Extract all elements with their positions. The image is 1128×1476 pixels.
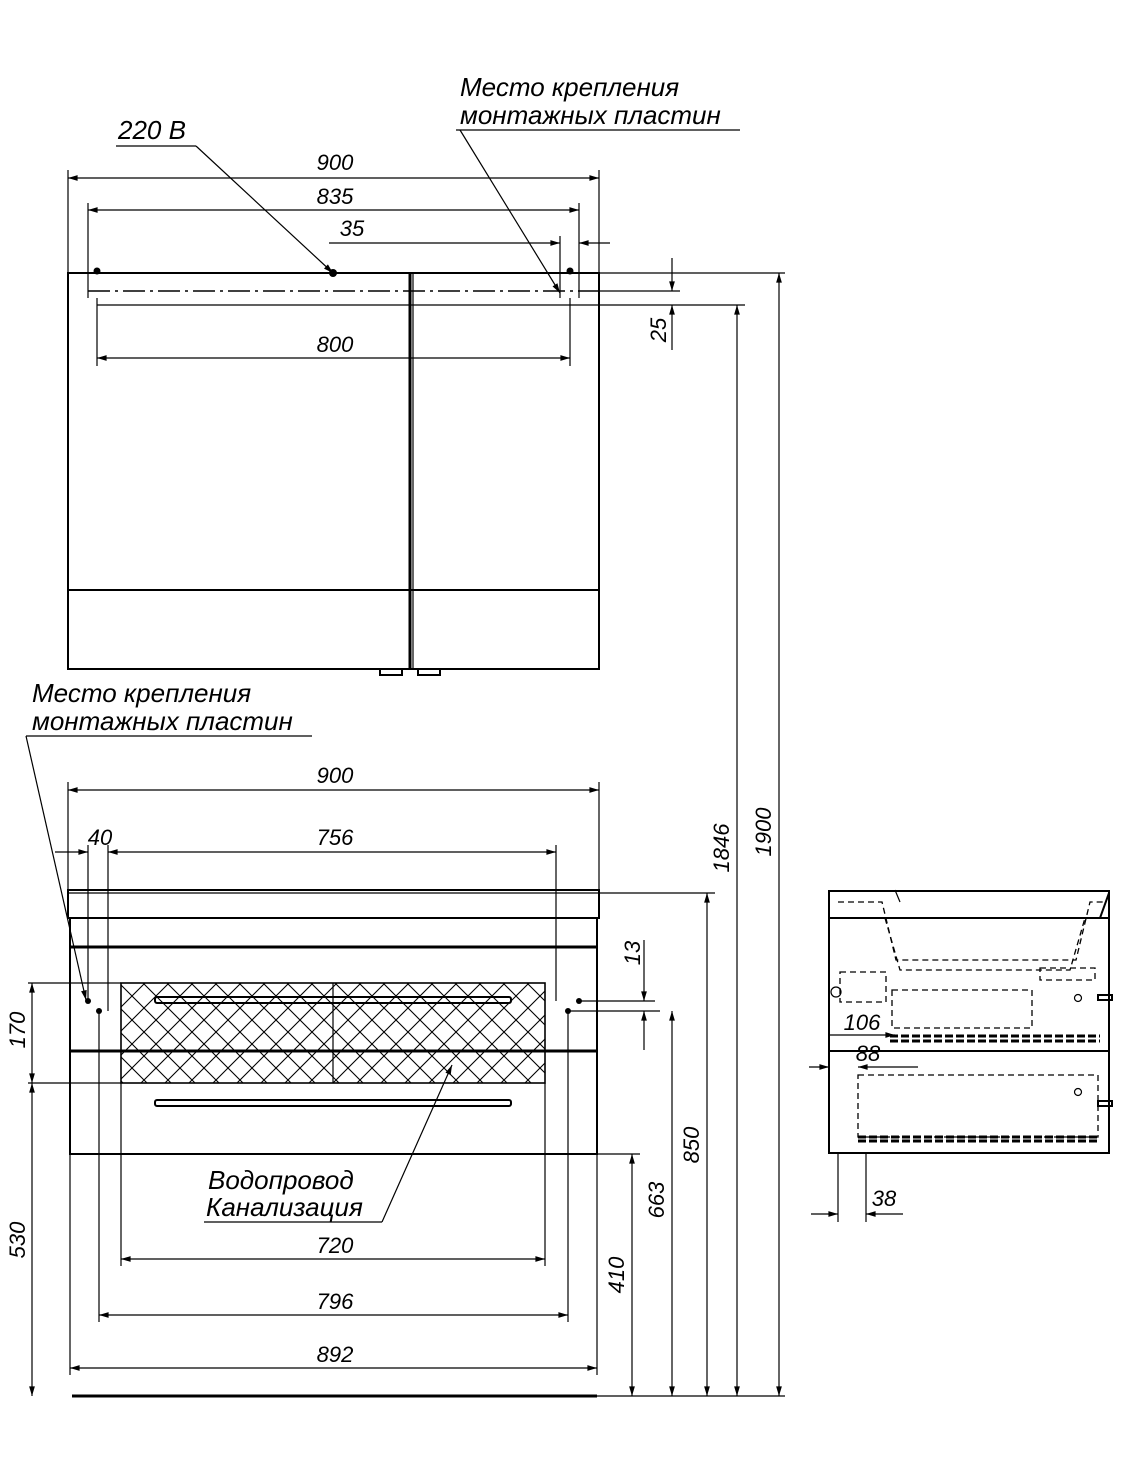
mount-point-right [566,267,574,275]
sink-top [67,889,600,919]
note-mount-top-line1: Место крепления [460,72,679,102]
vanity-side-view: 106 88 38 [809,889,1113,1222]
dim-756: 756 [317,825,354,850]
note-mount-top-line2: монтажных пластин [460,100,721,130]
dim-35: 35 [340,216,365,241]
dim-796: 796 [317,1289,354,1314]
dim-410: 410 [604,1256,629,1293]
dim-900-top: 900 [317,150,354,175]
dim-720: 720 [317,1233,354,1258]
dim-1900: 1900 [751,807,776,857]
leader-mount-bottom [25,735,87,1001]
dim-900-bottom: 900 [317,763,354,788]
side-basin-outline [838,901,1103,961]
vanity-dimensions: 900 40 756 13 170 530 720 796 892 410 [5,273,785,1397]
leader-220v [195,145,334,274]
note-water-line1: Водопровод [208,1165,354,1195]
dim-892: 892 [317,1342,354,1367]
dim-13: 13 [620,940,645,965]
leader-water [381,1064,453,1223]
vanity-front-view [67,889,600,1398]
dim-25: 25 [646,317,671,343]
note-water-line2: Канализация [206,1192,363,1222]
upper-drawer-handle [154,996,512,1004]
note-mount-bottom-line1: Место крепления [32,678,251,708]
mirror-cabinet-front-view [67,267,600,676]
vanity-body [69,917,598,1155]
dim-663: 663 [644,1181,669,1218]
dim-850: 850 [679,1126,704,1163]
dim-1846: 1846 [709,823,734,873]
mirror-notes: 220 В Место крепления монтажных пластин [116,72,740,294]
mount-point-left [93,267,101,275]
dim-530: 530 [5,1221,30,1258]
vanity-notes: Место крепления монтажных пластин Водопр… [25,678,453,1223]
lower-drawer-handle [154,1099,512,1107]
dim-800: 800 [317,332,354,357]
dim-835: 835 [317,184,354,209]
dim-38: 38 [872,1186,897,1211]
note-220v: 220 В [117,115,186,145]
dim-106: 106 [844,1010,881,1035]
handle-right [417,668,441,676]
side-outline [828,890,1110,1154]
dim-40: 40 [88,825,113,850]
dim-88: 88 [856,1041,881,1066]
handle-left [379,668,403,676]
mirror-dimensions: 900 835 35 800 25 [67,150,785,366]
note-mount-bottom-line2: монтажных пластин [32,706,293,736]
dim-170: 170 [5,1011,30,1048]
leader-mount-top [459,129,561,294]
